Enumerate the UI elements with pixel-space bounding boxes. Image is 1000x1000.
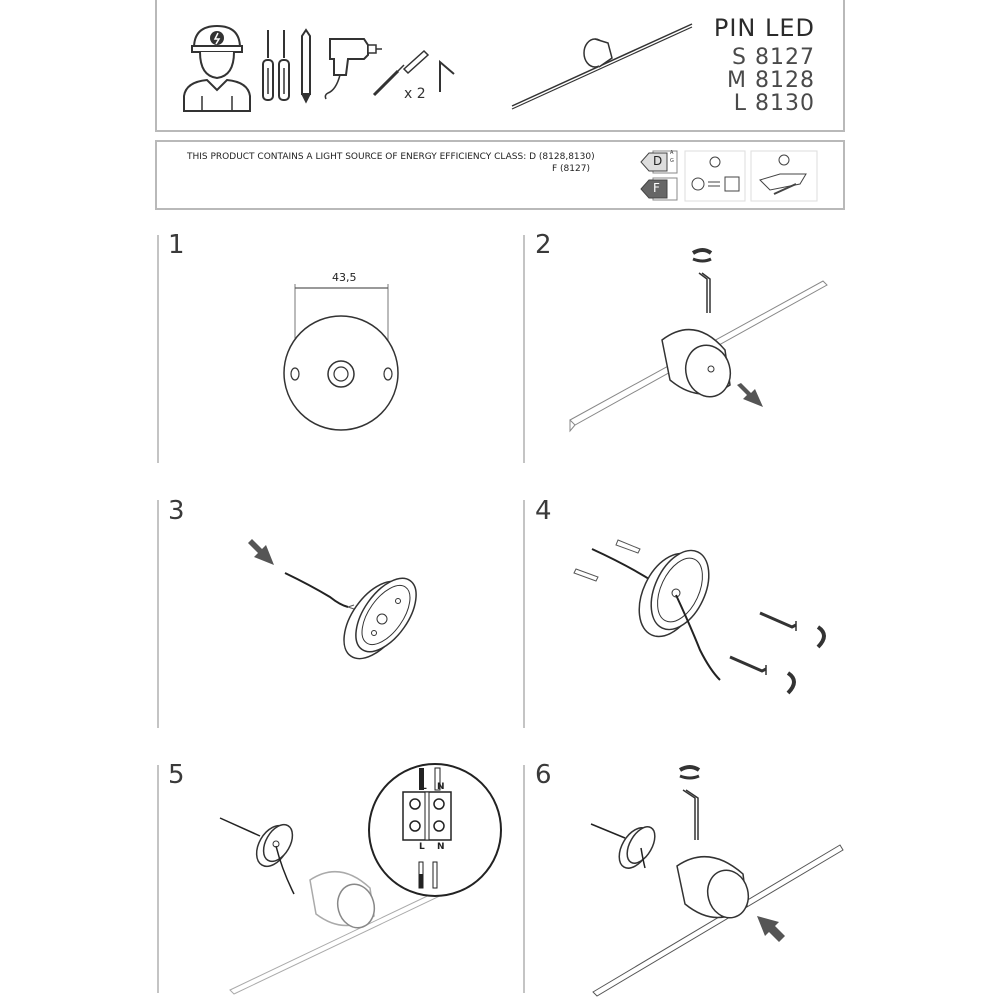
control-gear-icon [750,150,818,202]
model-m: M 8128 [727,68,815,93]
terminal-label-l-bottom: L [419,842,425,852]
step-4-diagram [573,539,826,695]
energy-panel: THIS PRODUCT CONTAINS A LIGHT SOURCE OF … [155,140,845,210]
step-3-divider [157,500,159,728]
step-3-diagram [248,539,417,660]
step-6-divider [523,765,525,993]
energy-class-d: D [653,154,663,168]
model-l: L 8130 [733,91,815,116]
step-5-divider [157,765,159,993]
step-number-2: 2 [535,230,552,260]
product-name: PIN LED [713,14,815,42]
drill-icon [324,38,382,100]
terminal-label-n-bottom: N [437,842,445,852]
dowel-screw-icon [372,49,430,97]
step-number-4: 4 [535,496,552,526]
energy-label-icon [640,150,678,201]
energy-scale-bottom: G [670,158,674,164]
product-lamp-illustration [511,23,693,110]
quantity-label: x 2 [404,86,426,102]
step-1-divider [157,235,159,463]
light-source-replaceable-icon [684,150,746,202]
terminal-label-n-top: N [437,782,445,792]
step-number-3: 3 [168,496,185,526]
step-2-divider [523,235,525,463]
step-2-diagram [569,248,828,433]
energy-class-text-secondary: F (8127) [552,164,590,174]
terminal-label-l-top: L [421,782,427,792]
terminal-block-inset [368,763,502,897]
step-number-1: 1 [168,230,185,260]
step-number-6: 6 [535,760,552,790]
step-4-divider [523,500,525,728]
model-s: S 8127 [732,45,815,70]
step-1-base-plate-diagram [283,284,399,431]
energy-class-f: F [653,181,660,195]
step-6-diagram [590,765,844,997]
step-5-diagram [219,817,445,995]
screwdriver-icon [262,28,311,104]
energy-class-text: THIS PRODUCT CONTAINS A LIGHT SOURCE OF … [187,152,595,162]
step-number-5: 5 [168,760,185,790]
energy-scale-top: A [670,150,674,156]
step-1-dimension-label: 43,5 [332,271,357,284]
header-panel: x 2 PIN LED S 8127 M 8128 L 8130 [155,0,845,132]
electrician-icon [183,24,251,112]
hex-key-icon [439,59,455,92]
